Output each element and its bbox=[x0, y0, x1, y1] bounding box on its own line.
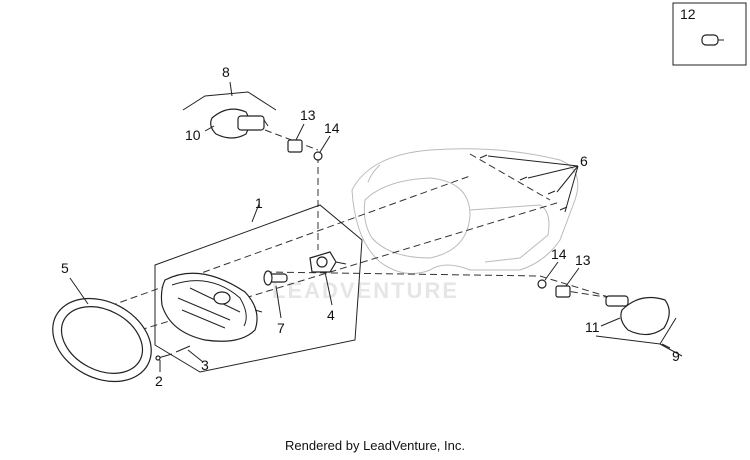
callout-4: 4 bbox=[327, 307, 335, 323]
leader-6 bbox=[487, 155, 579, 213]
nut-part-14-right bbox=[537, 279, 547, 289]
callout-labels: 1 2 3 4 5 6 7 8 9 10 11 12 13 14 13 14 bbox=[61, 6, 696, 389]
group-bracket-1 bbox=[154, 204, 363, 373]
callout-2: 2 bbox=[155, 373, 163, 389]
group-bracket-9 bbox=[595, 317, 683, 357]
callout-7: 7 bbox=[277, 320, 285, 336]
turn-signal-part-11 bbox=[605, 295, 670, 336]
callout-12: 12 bbox=[680, 6, 696, 22]
leader-lines bbox=[69, 81, 671, 372]
inset-box-part-12 bbox=[672, 2, 747, 66]
screw-part-2 bbox=[155, 353, 173, 361]
nut-part-14-upper bbox=[313, 151, 323, 161]
pin-part-3 bbox=[175, 345, 191, 353]
spacer-part-13-upper bbox=[287, 139, 303, 153]
callout-5: 5 bbox=[61, 260, 69, 276]
callout-13-right: 13 bbox=[575, 252, 591, 268]
headlight-unit-part-1 bbox=[160, 272, 263, 342]
handlebar-cover-ghost bbox=[351, 148, 579, 275]
callout-14-right: 14 bbox=[551, 246, 567, 262]
callout-10: 10 bbox=[185, 127, 201, 143]
callout-8: 8 bbox=[222, 64, 230, 80]
bulb-holder-part-4 bbox=[309, 251, 347, 273]
bulb-part-7 bbox=[263, 270, 288, 286]
spacer-part-13-right bbox=[555, 285, 571, 298]
turn-signal-part-10 bbox=[210, 108, 269, 139]
footer-credit: Rendered by LeadVenture, Inc. bbox=[285, 438, 465, 453]
callout-13-upper: 13 bbox=[300, 107, 316, 123]
callout-6: 6 bbox=[580, 153, 588, 169]
callout-11: 11 bbox=[585, 319, 600, 335]
group-bracket-8 bbox=[182, 91, 277, 111]
trim-ring-part-5 bbox=[52, 297, 152, 383]
screws-part-6 bbox=[479, 154, 568, 211]
watermark: LEADVENTURE bbox=[272, 278, 459, 303]
callout-14-upper: 14 bbox=[324, 120, 340, 136]
callout-3: 3 bbox=[201, 357, 209, 373]
callout-9: 9 bbox=[672, 348, 680, 364]
callout-1: 1 bbox=[255, 195, 263, 211]
